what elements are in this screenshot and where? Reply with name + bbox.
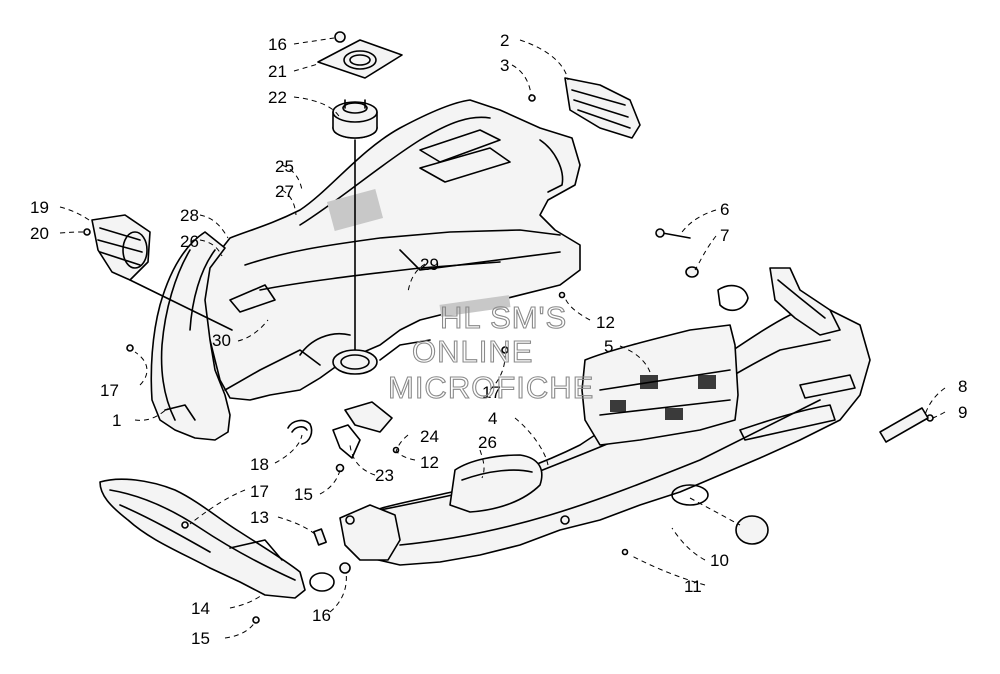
callout-29: 29: [420, 255, 439, 274]
bolt-washer: [655, 228, 749, 312]
callout-2: 2: [500, 31, 509, 50]
watermark-line-1: HL SM'S: [440, 300, 567, 335]
callout-12-lower: 12: [420, 453, 439, 472]
callout-28: 28: [180, 206, 199, 225]
watermark: HL SM'S ONLINE MICROFICHE: [387, 299, 594, 405]
left-side-fender: [150, 231, 231, 441]
callout-14: 14: [191, 599, 210, 618]
grommet-nut: [334, 31, 346, 43]
rear-upright-bracket: [769, 267, 841, 336]
callout-13: 13: [250, 508, 269, 527]
callout-7: 7: [720, 226, 729, 245]
bracket-plate: [344, 401, 393, 433]
textured-insert: [581, 324, 739, 446]
callout-18: 18: [250, 455, 269, 474]
callout-11: 11: [684, 577, 702, 596]
callout-24: 24: [420, 427, 439, 446]
callout-6: 6: [720, 200, 729, 219]
boot-grommet: [332, 99, 378, 139]
callout-26-lower: 26: [478, 433, 497, 452]
callout-17-center: 17: [482, 383, 501, 402]
callout-3: 3: [500, 56, 509, 75]
callout-26-left: 26: [180, 232, 199, 251]
small-fasteners: [126, 291, 934, 624]
callout-25: 25: [275, 157, 294, 176]
callout-17-left: 17: [100, 381, 119, 400]
callout-23: 23: [375, 466, 394, 485]
round-reflector: [735, 515, 769, 545]
callout-15-upper: 15: [294, 485, 313, 504]
callout-12-upper: 12: [596, 313, 615, 332]
watermark-line-3: MICROFICHE: [388, 370, 594, 405]
callout-21: 21: [268, 62, 287, 81]
callout-labels: 16 21 22 2 3 25 27 28 26 19 20 29 12 5 3…: [30, 31, 967, 648]
lower-mid-section: [449, 454, 543, 513]
callout-10: 10: [710, 551, 729, 570]
callout-4: 4: [488, 409, 497, 428]
callout-22: 22: [268, 88, 287, 107]
callout-16-lower: 16: [312, 606, 331, 625]
callout-20: 20: [30, 224, 49, 243]
callout-27: 27: [275, 182, 294, 201]
watermark-line-2: ONLINE: [412, 334, 533, 369]
steering-boot: [83, 214, 151, 281]
lower-left-bumper: [99, 478, 306, 599]
callout-17-lower: 17: [250, 482, 269, 501]
clamp-ring: [287, 419, 313, 445]
callout-8: 8: [958, 377, 967, 396]
callout-30: 30: [212, 331, 231, 350]
right-upper-bracket: [528, 77, 641, 139]
leader-lines: [59, 37, 946, 639]
callout-19: 19: [30, 198, 49, 217]
callout-16-top: 16: [268, 35, 287, 54]
mounting-plate: [317, 39, 403, 79]
boot-axis-line: [129, 279, 233, 331]
callout-15-lower: 15: [191, 629, 210, 648]
reflector-strip: [879, 407, 929, 443]
callout-9: 9: [958, 403, 967, 422]
callout-5: 5: [604, 337, 613, 356]
upper-belly-panel: [199, 99, 581, 401]
callout-1: 1: [112, 411, 121, 430]
lower-front-tip: [339, 504, 401, 561]
clip-bracket: [332, 424, 361, 459]
